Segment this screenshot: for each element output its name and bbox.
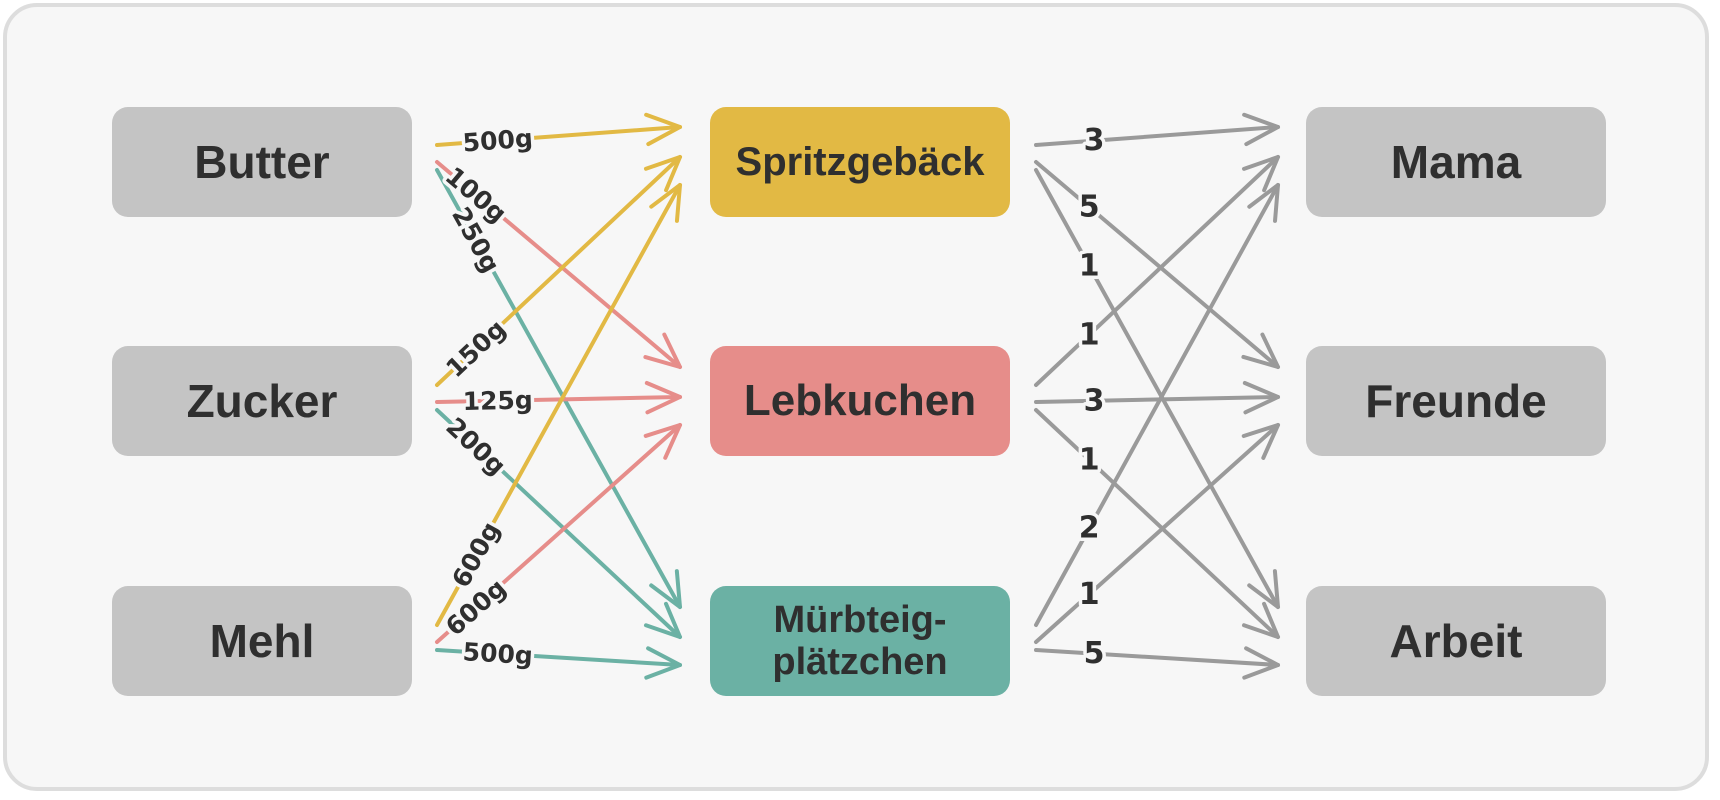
edge-label-muerbteig-mama: 2 xyxy=(1079,511,1100,546)
edge-label-spritz-mama-halo: 3 xyxy=(1084,123,1105,158)
edge-label-muerbteig-mama-halo: 2 xyxy=(1079,511,1100,546)
edge-label-spritz-freunde-halo: 5 xyxy=(1079,190,1100,225)
edge-butter-lebkuchen xyxy=(435,160,682,369)
edge-label-zucker-lebkuchen-halo: 125g xyxy=(462,386,533,416)
node-label: Butter xyxy=(194,136,330,188)
edge-spritz-freunde xyxy=(1034,160,1280,369)
edge-label-zucker-lebkuchen: 125g xyxy=(462,386,533,416)
edge-lebkuchen-freunde xyxy=(1034,381,1280,415)
node-butter: Butter xyxy=(112,107,412,217)
node-arbeit: Arbeit xyxy=(1306,586,1606,696)
node-label: Freunde xyxy=(1365,375,1547,427)
edge-butter-spritz xyxy=(435,112,682,147)
node-lebkuchen: Lebkuchen xyxy=(710,346,1010,456)
node-freunde: Freunde xyxy=(1306,346,1606,456)
edge-butter-muerbteig xyxy=(435,168,682,609)
edge-lebkuchen-arbeit xyxy=(1034,408,1280,639)
edge-zucker-spritz xyxy=(435,155,682,387)
edge-mehl-spritz xyxy=(435,183,682,627)
edge-muerbteig-mama xyxy=(1034,183,1280,627)
node-label-line-2: plätzchen xyxy=(772,641,948,683)
node-mama: Mama xyxy=(1306,107,1606,217)
edge-label-muerbteig-freunde-halo: 1 xyxy=(1079,577,1100,612)
edge-lebkuchen-mama xyxy=(1034,155,1280,387)
edge-label-lebkuchen-arbeit-halo: 1 xyxy=(1079,442,1100,477)
edge-label-muerbteig-arbeit: 5 xyxy=(1084,636,1105,671)
node-label: Mama xyxy=(1390,136,1522,188)
edge-spritz-arbeit xyxy=(1034,168,1280,609)
edge-label-spritz-freunde: 5 xyxy=(1079,190,1100,225)
edge-mehl-lebkuchen xyxy=(435,423,682,644)
edge-label-spritz-arbeit: 1 xyxy=(1079,249,1100,284)
edge-label-muerbteig-arbeit-halo: 5 xyxy=(1084,636,1105,671)
edge-label-lebkuchen-freunde-halo: 3 xyxy=(1084,383,1105,418)
edge-zucker-muerbteig xyxy=(435,408,682,639)
node-label: Spritzgebäck xyxy=(735,140,985,184)
node-zucker: Zucker xyxy=(112,346,412,456)
edge-muerbteig-arbeit xyxy=(1034,646,1280,680)
node-label: Mehl xyxy=(209,615,315,667)
edge-label-butter-spritz-halo: 500g xyxy=(462,123,534,157)
edge-label-lebkuchen-freunde: 3 xyxy=(1084,383,1105,418)
edge-label-mehl-muerbteig: 500g xyxy=(462,637,534,670)
edge-mehl-muerbteig xyxy=(435,646,682,680)
node-label: Zucker xyxy=(186,375,338,427)
edge-label-lebkuchen-arbeit: 1 xyxy=(1079,442,1100,477)
node-label: Lebkuchen xyxy=(743,376,977,425)
edge-label-zucker-muerbteig: 200g xyxy=(440,412,511,481)
edge-label-spritz-arbeit-halo: 1 xyxy=(1079,249,1100,284)
edge-label-butter-spritz: 500g xyxy=(462,123,534,157)
edge-label-lebkuchen-mama: 1 xyxy=(1079,317,1100,352)
node-mehl: Mehl xyxy=(112,586,412,696)
edge-spritz-mama xyxy=(1034,112,1280,147)
edge-label-muerbteig-freunde: 1 xyxy=(1079,577,1100,612)
node-label-line-1: Mürbteig- xyxy=(773,599,947,641)
edge-label-lebkuchen-mama-halo: 1 xyxy=(1079,317,1100,352)
node-muerbteigplaetzchen: Mürbteig- plätzchen xyxy=(710,586,1010,696)
edge-zucker-lebkuchen xyxy=(435,380,682,415)
node-spritzgebaeck: Spritzgebäck xyxy=(710,107,1010,217)
node-label: Arbeit xyxy=(1389,615,1523,667)
edge-label-spritz-mama: 3 xyxy=(1084,123,1105,158)
edge-label-zucker-spritz: 150g xyxy=(440,314,511,383)
edge-muerbteig-freunde xyxy=(1034,423,1280,644)
